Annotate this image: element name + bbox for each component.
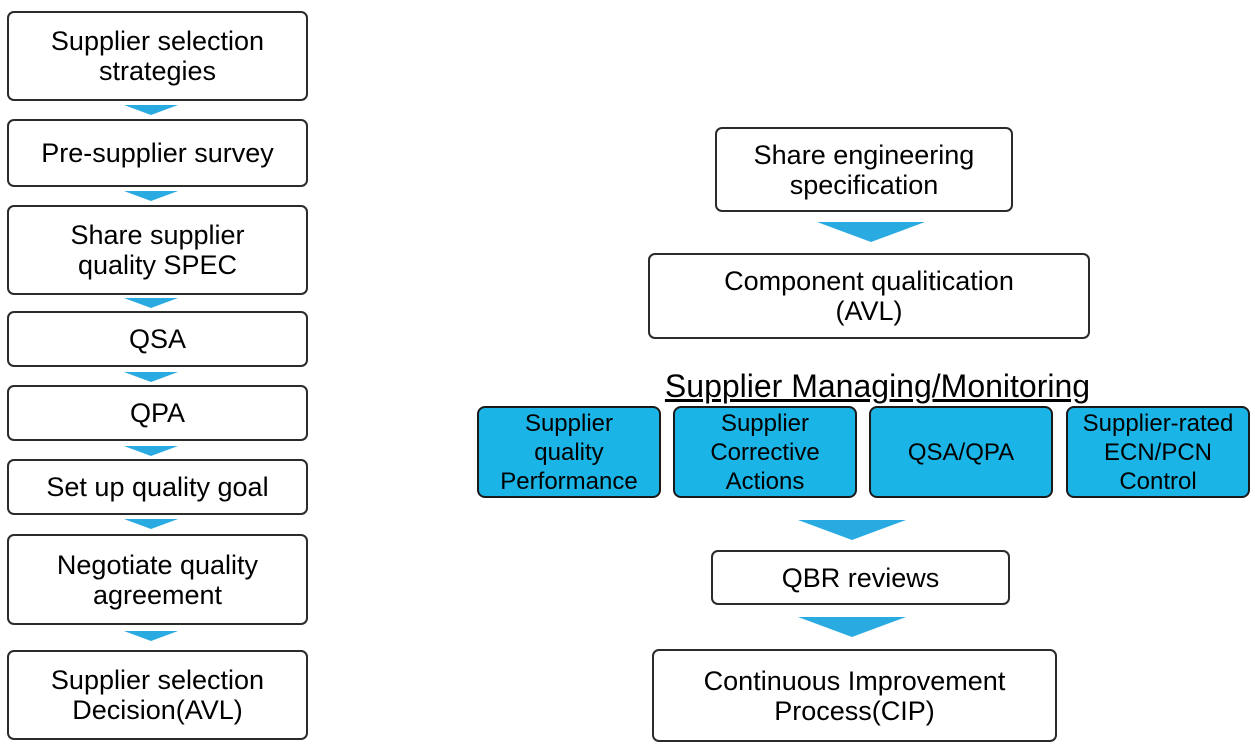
arrow-down-icon	[124, 631, 178, 641]
left-step-1: Supplier selection strategies	[7, 11, 308, 101]
right-step-cip: Continuous Improvement Process(CIP)	[652, 649, 1057, 742]
arrow-down-icon	[798, 617, 906, 637]
arrow-down-icon	[124, 519, 178, 529]
arrow-down-icon	[798, 520, 906, 540]
left-step-6: Set up quality goal	[7, 459, 308, 515]
arrow-down-icon	[124, 105, 178, 115]
right-step-share-engineering-spec: Share engineering specification	[715, 127, 1013, 212]
arrow-down-icon	[124, 191, 178, 201]
arrow-down-icon	[817, 222, 925, 242]
managing-item-corrective-actions: Supplier Corrective Actions	[673, 406, 857, 498]
left-step-8: Supplier selection Decision(AVL)	[7, 650, 308, 740]
left-step-2: Pre-supplier survey	[7, 119, 308, 187]
managing-item-quality-performance: Supplier quality Performance	[477, 406, 661, 498]
managing-item-ecn-pcn-control: Supplier-rated ECN/PCN Control	[1066, 406, 1250, 498]
managing-title: Supplier Managing/Monitoring	[664, 368, 1091, 404]
arrow-down-icon	[124, 372, 178, 382]
left-step-5: QPA	[7, 385, 308, 441]
left-step-3: Share supplier quality SPEC	[7, 205, 308, 295]
right-step-component-qualification: Component qualitication (AVL)	[648, 253, 1090, 339]
right-step-qbr-reviews: QBR reviews	[711, 550, 1010, 605]
managing-item-qsa-qpa: QSA/QPA	[869, 406, 1053, 498]
arrow-down-icon	[124, 298, 178, 308]
arrow-down-icon	[124, 446, 178, 456]
left-step-7: Negotiate quality agreement	[7, 534, 308, 625]
left-step-4: QSA	[7, 311, 308, 367]
